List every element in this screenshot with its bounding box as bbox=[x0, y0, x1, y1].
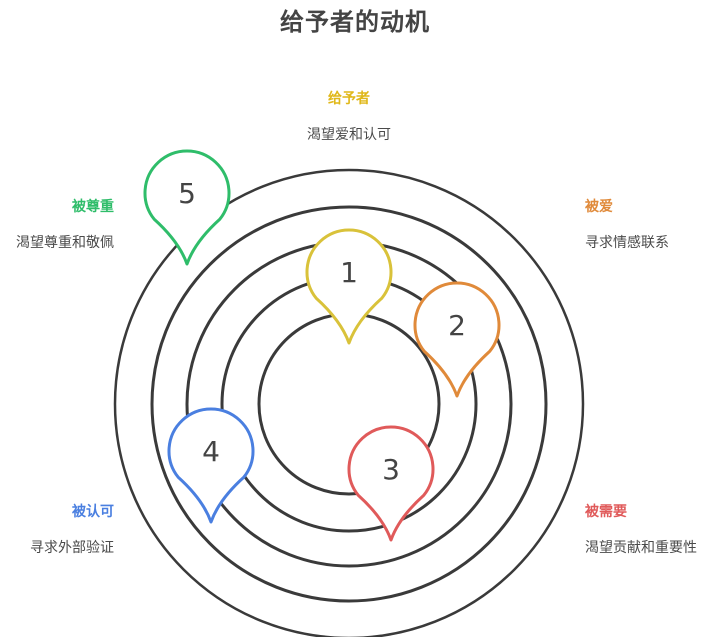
item-4-desc: 寻求外部验证 bbox=[30, 540, 114, 556]
item-5-desc: 渴望尊重和敬佩 bbox=[16, 235, 114, 251]
pin-4: 4 bbox=[167, 407, 255, 524]
pin-5: 5 bbox=[143, 149, 231, 266]
pin-5-number: 5 bbox=[178, 177, 196, 210]
ring-4 bbox=[150, 205, 548, 603]
item-2-label: 被爱 bbox=[585, 199, 613, 215]
item-3-label: 被需要 bbox=[585, 504, 627, 520]
pin-2-shape bbox=[413, 281, 501, 398]
pin-2-number: 2 bbox=[448, 309, 466, 342]
item-2-desc: 寻求情感联系 bbox=[585, 235, 669, 251]
pin-2: 2 bbox=[413, 281, 501, 398]
pin-4-shape bbox=[167, 407, 255, 524]
pin-1: 1 bbox=[305, 228, 393, 345]
pin-3-shape bbox=[347, 425, 435, 542]
page-title: 给予者的动机 bbox=[280, 8, 430, 36]
item-4-label: 被认可 bbox=[72, 504, 114, 520]
pin-1-shape bbox=[305, 228, 393, 345]
pin-5-shape bbox=[143, 149, 231, 266]
center-label: 给予者 bbox=[328, 91, 370, 107]
pin-4-number: 4 bbox=[202, 435, 220, 468]
item-5-label: 被尊重 bbox=[72, 199, 114, 215]
pin-3: 3 bbox=[347, 425, 435, 542]
pin-3-number: 3 bbox=[382, 453, 400, 486]
center-desc: 渴望爱和认可 bbox=[307, 127, 391, 143]
item-3-desc: 渴望贡献和重要性 bbox=[585, 540, 697, 556]
ring-5 bbox=[113, 168, 585, 637]
pin-1-number: 1 bbox=[340, 256, 358, 289]
